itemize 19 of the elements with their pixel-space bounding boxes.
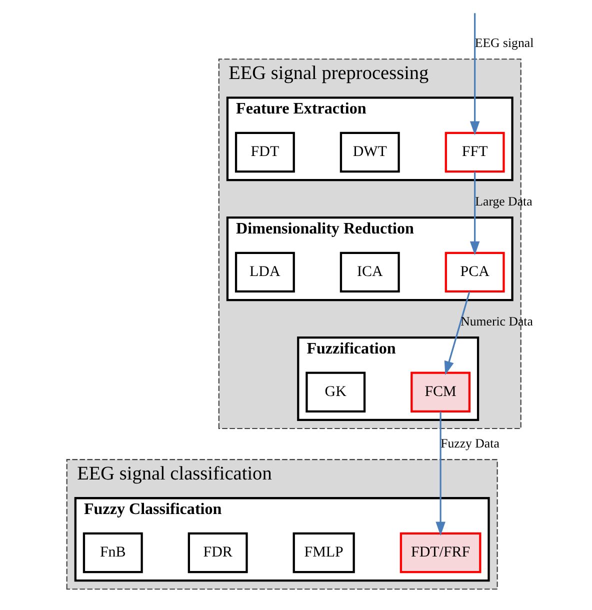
node-box: FFT <box>444 132 505 173</box>
arrow <box>444 291 470 376</box>
node-box: FDR <box>188 532 248 574</box>
node-box: FDT/FRF <box>400 532 482 574</box>
edge-label: Numeric Data <box>460 314 533 328</box>
arrow <box>436 412 446 536</box>
node-box: FCM <box>410 372 471 412</box>
arrow <box>470 13 480 136</box>
node-box: GK <box>306 372 366 412</box>
arrow <box>470 172 480 256</box>
node-box: FMLP <box>292 532 355 574</box>
node-box: LDA <box>234 252 295 293</box>
node-box: FnB <box>82 532 143 574</box>
edge-label: Large Data <box>475 194 532 208</box>
edge-label: Fuzzy Data <box>440 436 500 450</box>
node-box: PCA <box>444 252 505 293</box>
node-box: ICA <box>340 252 400 293</box>
node-box: DWT <box>340 132 400 173</box>
node-box: FDT <box>234 132 295 173</box>
